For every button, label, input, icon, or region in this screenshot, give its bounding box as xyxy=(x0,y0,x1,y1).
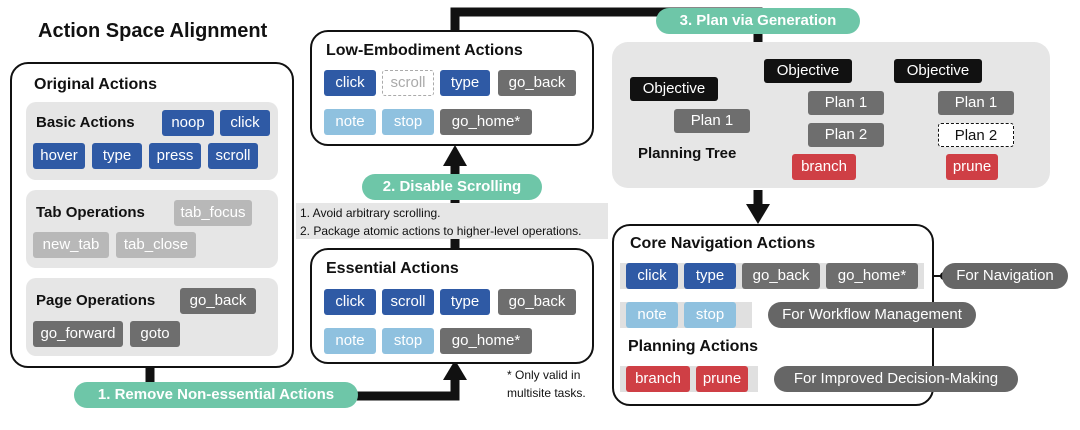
step-2-label: 2. Disable Scrolling xyxy=(362,174,542,200)
action-scroll: scroll xyxy=(208,143,258,169)
original-actions-title: Original Actions xyxy=(34,76,157,93)
basic-actions-group: Basic Actions noop click hover type pres… xyxy=(26,102,278,180)
action-noop: noop xyxy=(162,110,214,136)
action-tab-focus: tab_focus xyxy=(174,200,252,226)
core-stop: stop xyxy=(684,302,736,328)
tree3-objective: Objective xyxy=(894,59,982,83)
page-operations-group: Page Operations go_back go_forward goto xyxy=(26,278,278,356)
core-go-home: go_home* xyxy=(826,263,918,289)
for-decision-making-label: For Improved Decision-Making xyxy=(774,366,1018,392)
core-navigation-title: Core Navigation Actions xyxy=(630,235,816,252)
step-3-label: 3. Plan via Generation xyxy=(656,8,860,34)
page-operations-title: Page Operations xyxy=(36,292,156,309)
low-embodiment-panel: Low-Embodiment Actions click scroll type… xyxy=(310,30,594,146)
tree3-prune-label: prune xyxy=(946,154,998,180)
tree1-objective: Objective xyxy=(630,77,718,101)
essential-go-home: go_home* xyxy=(440,328,532,354)
essential-click: click xyxy=(324,289,376,315)
core-go-back: go_back xyxy=(742,263,820,289)
core-note: note xyxy=(626,302,678,328)
essential-type: type xyxy=(440,289,490,315)
tree2-plan-1: Plan 1 xyxy=(808,91,884,115)
low-stop: stop xyxy=(382,109,434,135)
low-go-home: go_home* xyxy=(440,109,532,135)
low-scroll-disabled: scroll xyxy=(382,70,434,96)
tab-operations-title: Tab Operations xyxy=(36,204,145,221)
scrolling-notes-box xyxy=(296,203,608,239)
core-branch: branch xyxy=(626,366,690,392)
essential-actions-panel: Essential Actions click scroll type go_b… xyxy=(310,248,594,364)
essential-go-back: go_back xyxy=(498,289,576,315)
essential-stop: stop xyxy=(382,328,434,354)
action-type: type xyxy=(92,143,142,169)
scrolling-note-2: 2. Package atomic actions to higher-leve… xyxy=(300,224,582,238)
low-note: note xyxy=(324,109,376,135)
tree2-objective: Objective xyxy=(764,59,852,83)
tab-operations-group: Tab Operations tab_focus new_tab tab_clo… xyxy=(26,190,278,268)
core-click: click xyxy=(626,263,678,289)
action-hover: hover xyxy=(33,143,85,169)
action-click: click xyxy=(220,110,270,136)
low-embodiment-title: Low-Embodiment Actions xyxy=(326,42,523,59)
core-type: type xyxy=(684,263,736,289)
tree3-plan-2-pruned: Plan 2 xyxy=(938,123,1014,147)
low-go-back: go_back xyxy=(498,70,576,96)
for-navigation-label: For Navigation xyxy=(942,263,1068,289)
planning-actions-title: Planning Actions xyxy=(628,338,759,355)
main-title: Action Space Alignment xyxy=(38,20,268,42)
action-press: press xyxy=(149,143,201,169)
essential-scroll: scroll xyxy=(382,289,434,315)
arrowhead-low xyxy=(443,145,467,166)
action-new-tab: new_tab xyxy=(33,232,109,258)
arrowhead-core xyxy=(746,204,770,224)
action-go-forward: go_forward xyxy=(33,321,123,347)
low-type: type xyxy=(440,70,490,96)
low-click: click xyxy=(324,70,376,96)
action-tab-close: tab_close xyxy=(116,232,196,258)
core-prune: prune xyxy=(696,366,748,392)
basic-actions-title: Basic Actions xyxy=(36,114,135,131)
tree1-plan-1: Plan 1 xyxy=(674,109,750,133)
essential-actions-title: Essential Actions xyxy=(326,260,459,277)
action-goto: goto xyxy=(130,321,180,347)
tree2-plan-2: Plan 2 xyxy=(808,123,884,147)
footnote-line-1: * Only valid in xyxy=(507,368,581,382)
step-1-label: 1. Remove Non-essential Actions xyxy=(74,382,358,408)
action-go-back: go_back xyxy=(180,288,256,314)
arrowhead-essential xyxy=(443,360,467,380)
planning-tree-label: Planning Tree xyxy=(638,145,737,162)
original-actions-panel: Original Actions Basic Actions noop clic… xyxy=(10,62,294,368)
for-workflow-label: For Workflow Management xyxy=(768,302,976,328)
essential-note: note xyxy=(324,328,376,354)
tree3-plan-1: Plan 1 xyxy=(938,91,1014,115)
scrolling-note-1: 1. Avoid arbitrary scrolling. xyxy=(300,206,441,220)
tree2-branch-label: branch xyxy=(792,154,856,180)
footnote-line-2: multisite tasks. xyxy=(507,386,586,400)
